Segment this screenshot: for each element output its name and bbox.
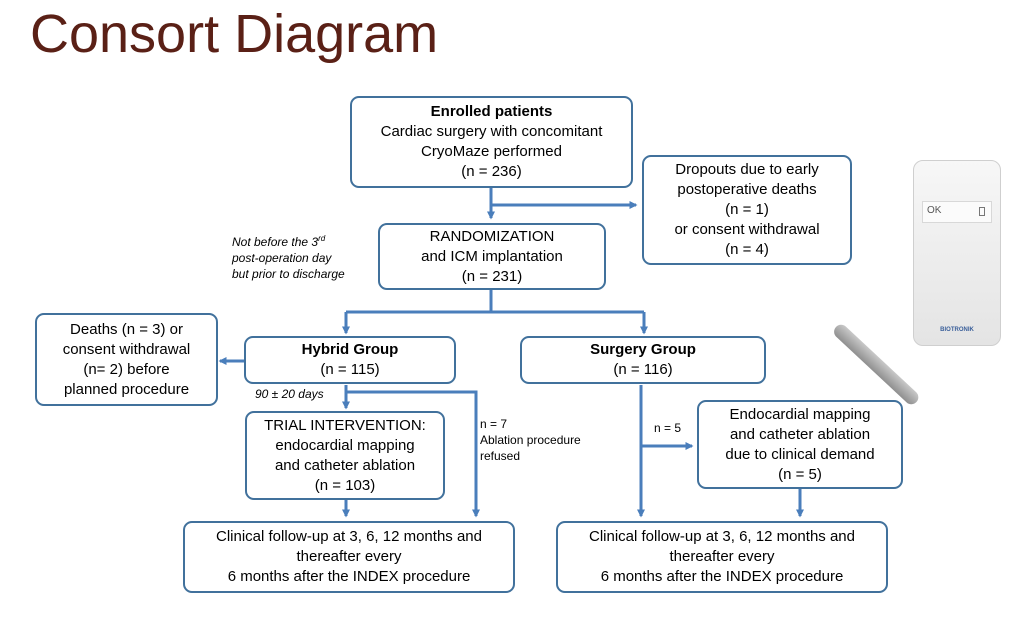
dropouts-box: Dropouts due to early postoperative deat… — [642, 155, 852, 265]
dropouts-line3: (n = 1) — [725, 201, 769, 218]
endo-line2: and catheter ablation — [729, 425, 871, 443]
timing-note-line3: but prior to discharge — [232, 267, 345, 281]
enrolled-count: (n = 236) — [461, 163, 522, 180]
device-brand: BIOTRONIK — [940, 327, 974, 333]
trial-intervention-box: TRIAL INTERVENTION: endocardial mapping … — [245, 411, 445, 500]
endo-line1: Endocardial mapping — [729, 405, 871, 423]
surgery-group-box: Surgery Group (n = 116) — [520, 336, 766, 384]
deaths-line3: (n= 2) before — [83, 360, 170, 378]
followup-right-box: Clinical follow-up at 3, 6, 12 months an… — [556, 521, 888, 593]
followup-right-line1: Clinical follow-up at 3, 6, 12 months an… — [589, 528, 855, 545]
refused-note: n = 7 Ablation procedure refused — [480, 416, 581, 464]
followup-right-line3: 6 months after the INDEX procedure — [600, 568, 844, 585]
deaths-line4: planned procedure — [63, 380, 190, 398]
n5-note: n = 5 — [654, 421, 682, 435]
endo-count: (n = 5) — [778, 465, 822, 483]
interval-note: 90 ± 20 days — [255, 387, 324, 401]
refused-note-line1: n = 7 — [480, 417, 508, 431]
trial-line2: endocardial mapping — [275, 436, 415, 454]
timing-note-sup: rd — [318, 234, 326, 243]
hybrid-heading: Hybrid Group — [301, 341, 399, 358]
randomization-line1: RANDOMIZATION — [429, 227, 555, 245]
enrolled-line1: Cardiac surgery with concomitant — [380, 123, 603, 140]
timing-note: Not before the 3rd post-operation day bu… — [232, 231, 345, 282]
dropouts-line2: postoperative deaths — [677, 181, 817, 198]
device-screen-text: OK — [927, 205, 942, 216]
enrolled-heading: Enrolled patients — [430, 103, 553, 120]
trial-line1: TRIAL INTERVENTION: — [264, 416, 426, 434]
page-title: Consort Diagram — [30, 4, 439, 64]
dropouts-line5: (n = 4) — [725, 241, 769, 258]
battery-icon — [979, 207, 985, 216]
cardiac-messenger-device-icon: OK BIOTRONIK — [913, 160, 1001, 346]
timing-note-line2: post-operation day — [232, 251, 332, 265]
endocardial-box: Endocardial mapping and catheter ablatio… — [697, 400, 903, 489]
refused-note-line2: Ablation procedure — [480, 433, 581, 447]
endo-line3: due to clinical demand — [725, 445, 875, 463]
dropouts-line4: or consent withdrawal — [674, 221, 820, 238]
timing-note-line1: Not before the 3 — [232, 235, 319, 249]
deaths-line1: Deaths (n = 3) or — [70, 320, 183, 338]
trial-line3: and catheter ablation — [274, 456, 416, 474]
randomization-count: (n = 231) — [461, 267, 523, 285]
dropouts-line1: Dropouts due to early — [675, 161, 819, 178]
followup-right-line2: thereafter every — [669, 548, 775, 565]
followup-left-line3: 6 months after the INDEX procedure — [227, 568, 471, 585]
surgery-count: (n = 116) — [613, 361, 673, 378]
randomization-line2: and ICM implantation — [421, 247, 563, 265]
deaths-line2: consent withdrawal — [62, 340, 191, 358]
followup-left-line1: Clinical follow-up at 3, 6, 12 months an… — [216, 528, 482, 545]
enrolled-patients-box: Enrolled patients Cardiac surgery with c… — [350, 96, 633, 188]
randomization-box: RANDOMIZATION and ICM implantation (n = … — [378, 223, 606, 290]
hybrid-count: (n = 115) — [320, 361, 380, 378]
device-screen: OK — [922, 201, 992, 223]
hybrid-group-box: Hybrid Group (n = 115) — [244, 336, 456, 384]
deaths-box: Deaths (n = 3) or consent withdrawal (n=… — [35, 313, 218, 406]
followup-left-line2: thereafter every — [296, 548, 402, 565]
enrolled-line2: CryoMaze performed — [421, 143, 562, 160]
trial-count: (n = 103) — [314, 476, 376, 494]
followup-left-box: Clinical follow-up at 3, 6, 12 months an… — [183, 521, 515, 593]
arrow-refused-path — [346, 390, 480, 518]
refused-note-line3: refused — [480, 449, 521, 463]
surgery-heading: Surgery Group — [590, 341, 696, 358]
